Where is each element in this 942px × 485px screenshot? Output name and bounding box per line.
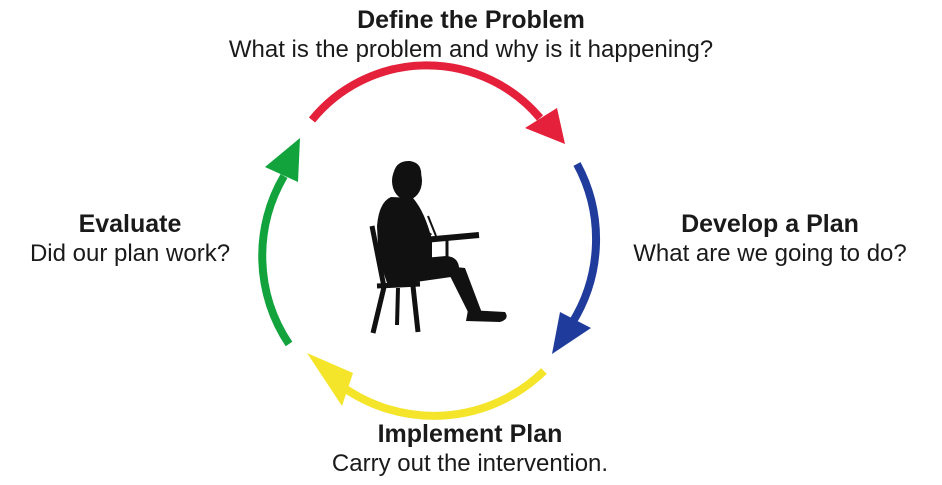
step-define-problem: Define the Problem What is the problem a… — [0, 6, 942, 64]
step-define-description: What is the problem and why is it happen… — [228, 35, 714, 63]
step-evaluate-description: Did our plan work? — [29, 239, 231, 267]
step-implement-title: Implement Plan — [377, 420, 563, 448]
step-implement-description: Carry out the intervention. — [331, 449, 609, 477]
seated-person-writing-icon — [369, 160, 507, 334]
step-define-title: Define the Problem — [357, 6, 585, 34]
step-evaluate: Evaluate Did our plan work? — [4, 210, 256, 268]
cycle-arrow-evaluate — [258, 173, 293, 347]
arrowhead-implement — [307, 353, 353, 406]
arrowhead-develop — [552, 312, 591, 354]
step-develop-plan: Develop a Plan What are we going to do? — [598, 210, 942, 268]
arrowhead-define — [525, 108, 565, 144]
step-evaluate-title: Evaluate — [78, 210, 182, 238]
step-develop-description: What are we going to do? — [633, 239, 907, 267]
cycle-arrow-define — [308, 61, 544, 123]
step-implement-plan: Implement Plan Carry out the interventio… — [250, 420, 690, 478]
step-develop-title: Develop a Plan — [681, 210, 859, 238]
cycle-arrow-develop — [568, 162, 600, 326]
arrowhead-evaluate — [265, 138, 300, 182]
cycle-arrow-implement — [337, 368, 547, 420]
